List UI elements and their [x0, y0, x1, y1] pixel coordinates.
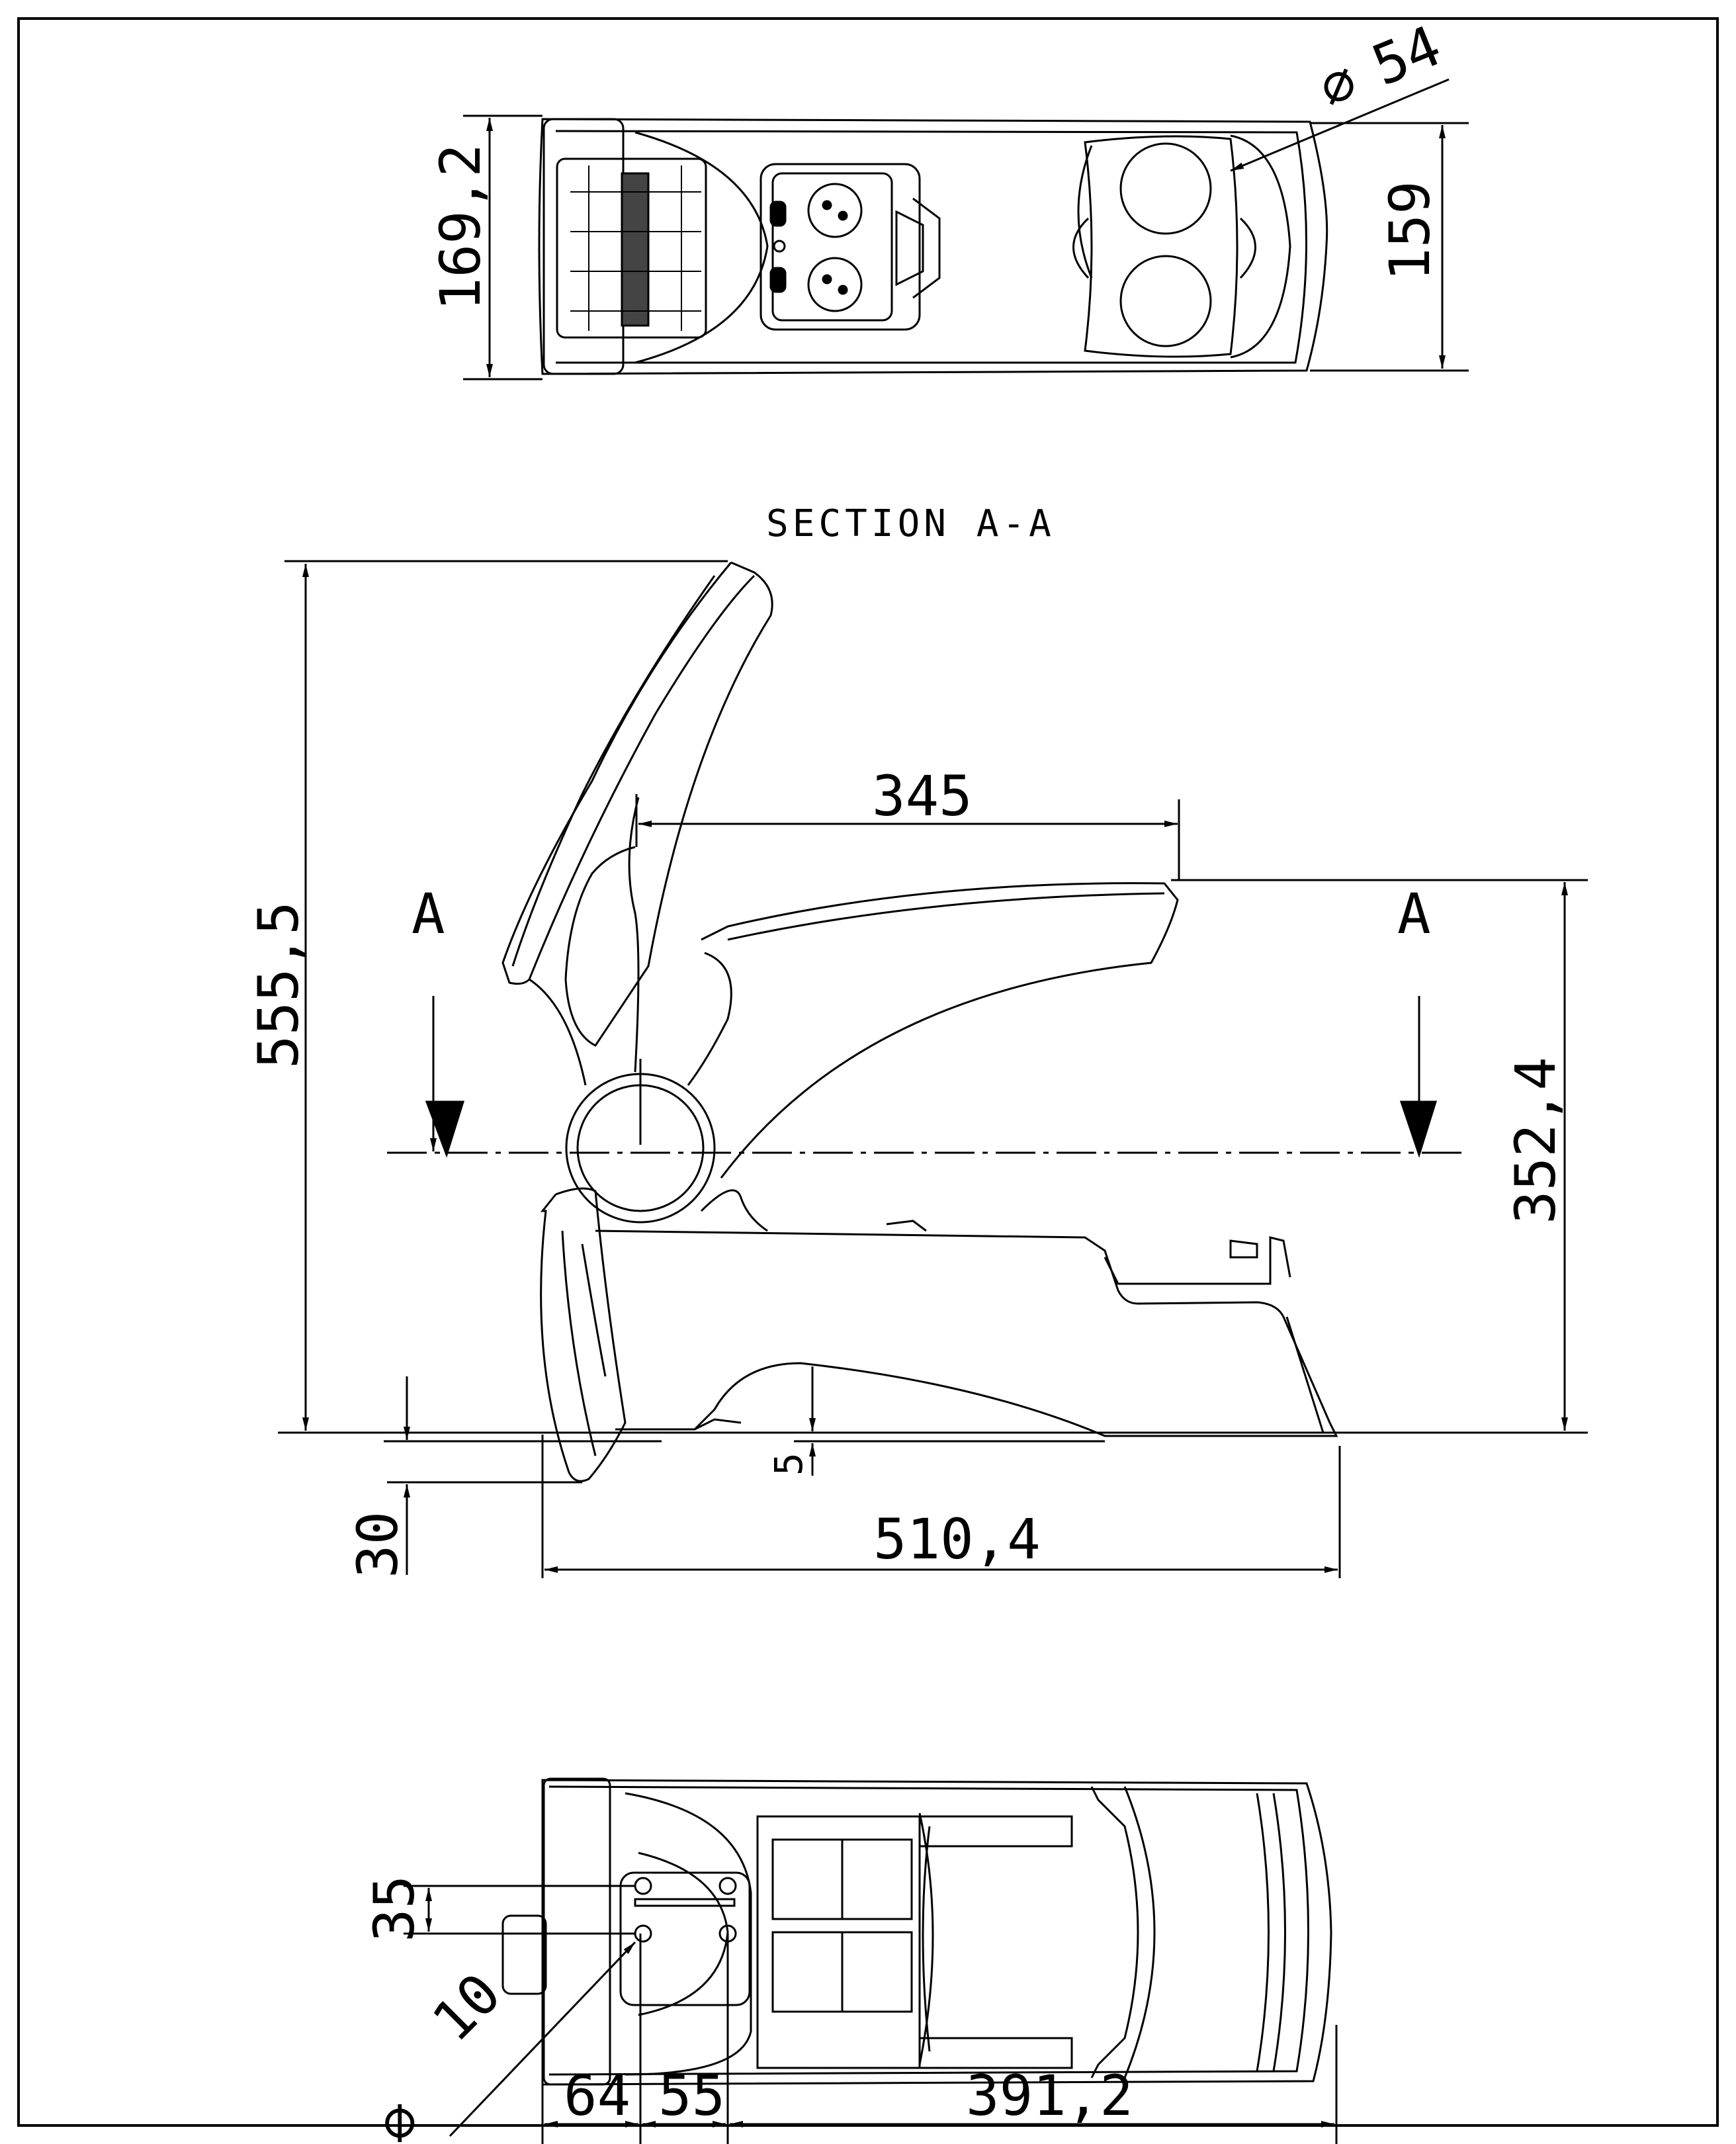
top-view-dimensions	[463, 78, 1469, 380]
dim-345: 345	[872, 764, 973, 828]
leader-54	[1230, 78, 1450, 172]
dim-510-4: 510,4	[873, 1507, 1041, 1572]
dim-10: 10	[420, 1961, 513, 2054]
dim-352-4: 352,4	[1503, 1057, 1568, 1224]
leader-10	[449, 1941, 636, 2137]
dim-30: 30	[345, 1511, 410, 1578]
side-view-dimensions	[284, 560, 1588, 1578]
dim-555-5: 555,5	[246, 901, 311, 1069]
drawing-border	[17, 17, 1719, 2127]
dim-169-2: 169,2	[428, 144, 493, 311]
section-arrows	[425, 996, 1438, 1158]
diameter-symbol-top: ⌀	[1311, 49, 1366, 122]
dim-55: 55	[658, 2063, 725, 2128]
bottom-view	[501, 1777, 1332, 2086]
dim-159: 159	[1377, 181, 1442, 281]
dim-64: 64	[564, 2063, 630, 2128]
dim-391-2: 391,2	[966, 2063, 1133, 2128]
section-mark-left: A	[412, 881, 445, 946]
section-mark-right: A	[1397, 881, 1431, 946]
diameter-symbol-bottom: ⌀	[364, 2087, 433, 2144]
dim-35: 35	[362, 1875, 427, 1942]
side-view	[278, 561, 1588, 1482]
section-title: SECTION A-A	[766, 502, 1055, 545]
dim-5: 5	[766, 1450, 811, 1476]
top-view	[538, 118, 1328, 375]
bottom-view-dimensions	[404, 1885, 1338, 2144]
